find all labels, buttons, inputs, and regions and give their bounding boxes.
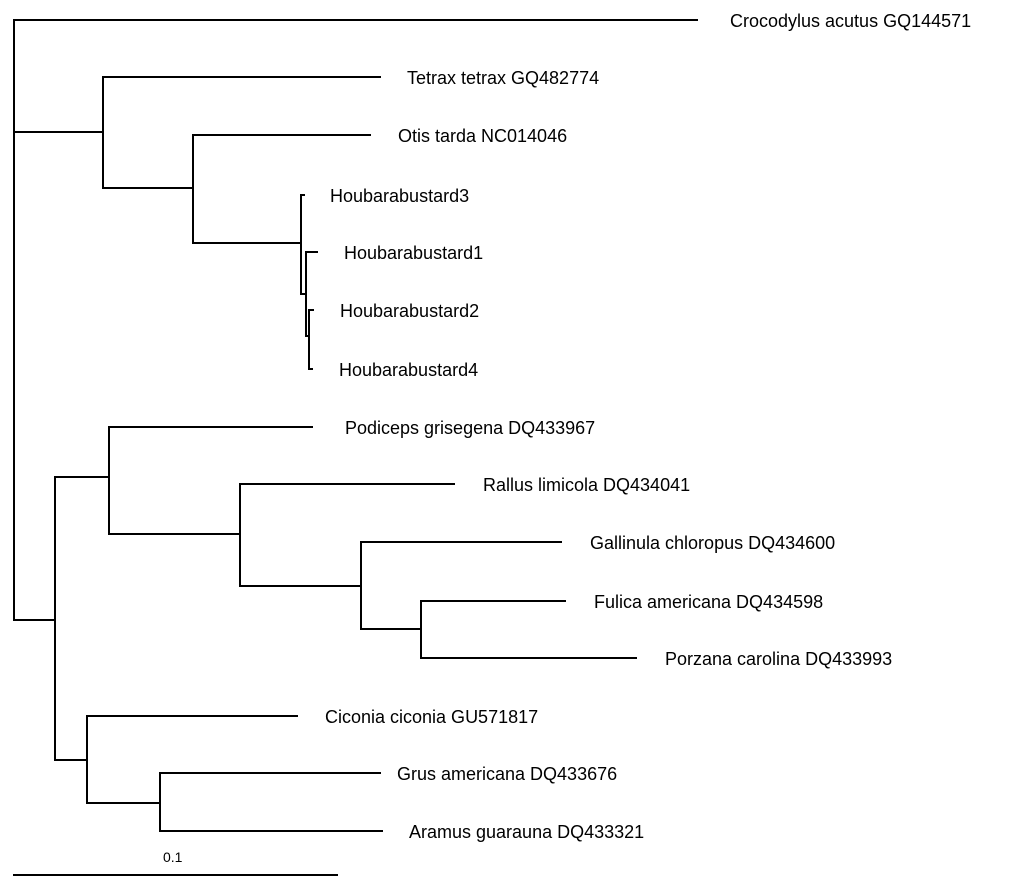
scale-bar-label: 0.1: [163, 849, 183, 865]
taxon-label-houbara3: Houbarabustard3: [330, 186, 469, 206]
taxon-label-houbara1: Houbarabustard1: [344, 243, 483, 263]
taxon-label-crocodylus: Crocodylus acutus GQ144571: [730, 11, 971, 31]
taxon-label-rallus: Rallus limicola DQ434041: [483, 475, 690, 495]
taxon-label-aramus: Aramus guarauna DQ433321: [409, 822, 644, 842]
tree-branches: [13, 19, 698, 876]
taxon-label-fulica: Fulica americana DQ434598: [594, 592, 823, 612]
taxon-label-tetrax: Tetrax tetrax GQ482774: [407, 68, 599, 88]
taxon-label-houbara4: Houbarabustard4: [339, 360, 478, 380]
taxon-label-porzana: Porzana carolina DQ433993: [665, 649, 892, 669]
taxon-label-ciconia: Ciconia ciconia GU571817: [325, 707, 538, 727]
taxon-label-otis: Otis tarda NC014046: [398, 126, 567, 146]
taxon-label-grus: Grus americana DQ433676: [397, 764, 617, 784]
taxon-label-gallinula: Gallinula chloropus DQ434600: [590, 533, 835, 553]
taxon-labels: Crocodylus acutus GQ144571 Tetrax tetrax…: [325, 11, 971, 842]
taxon-label-houbara2: Houbarabustard2: [340, 301, 479, 321]
taxon-label-podiceps: Podiceps grisegena DQ433967: [345, 418, 595, 438]
